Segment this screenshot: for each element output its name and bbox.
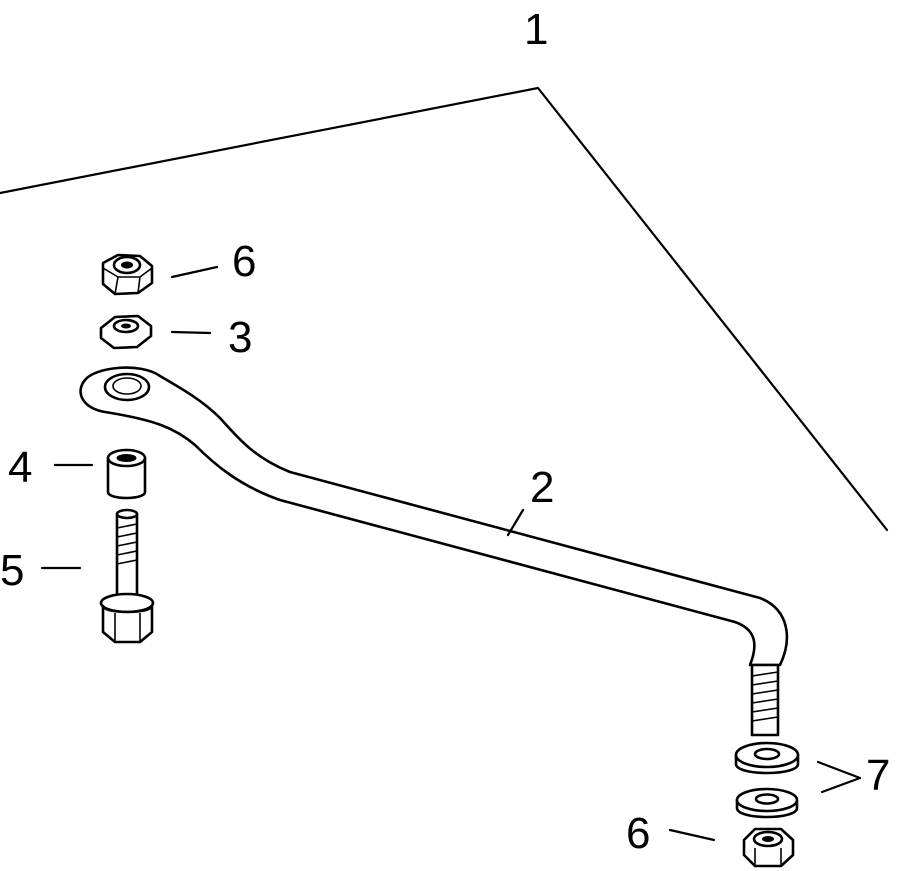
washer-3 bbox=[99, 314, 153, 350]
locknut-top bbox=[101, 253, 154, 296]
panel-outline bbox=[0, 86, 889, 532]
callout-7: 7 bbox=[866, 751, 890, 800]
callout-2: 2 bbox=[530, 463, 554, 512]
callout-5: 5 bbox=[0, 546, 24, 595]
callout-1: 1 bbox=[524, 5, 548, 54]
leader-lines bbox=[40, 265, 862, 842]
spacer-4 bbox=[106, 448, 147, 500]
tie-bar bbox=[79, 366, 789, 737]
bolt-5 bbox=[99, 508, 155, 644]
locknut-bottom bbox=[742, 827, 795, 868]
callout-3: 3 bbox=[228, 313, 252, 362]
washers-7 bbox=[734, 741, 800, 819]
callout-6-bottom: 6 bbox=[626, 809, 650, 858]
callout-4: 4 bbox=[8, 443, 32, 492]
callout-6-top: 6 bbox=[232, 237, 256, 286]
